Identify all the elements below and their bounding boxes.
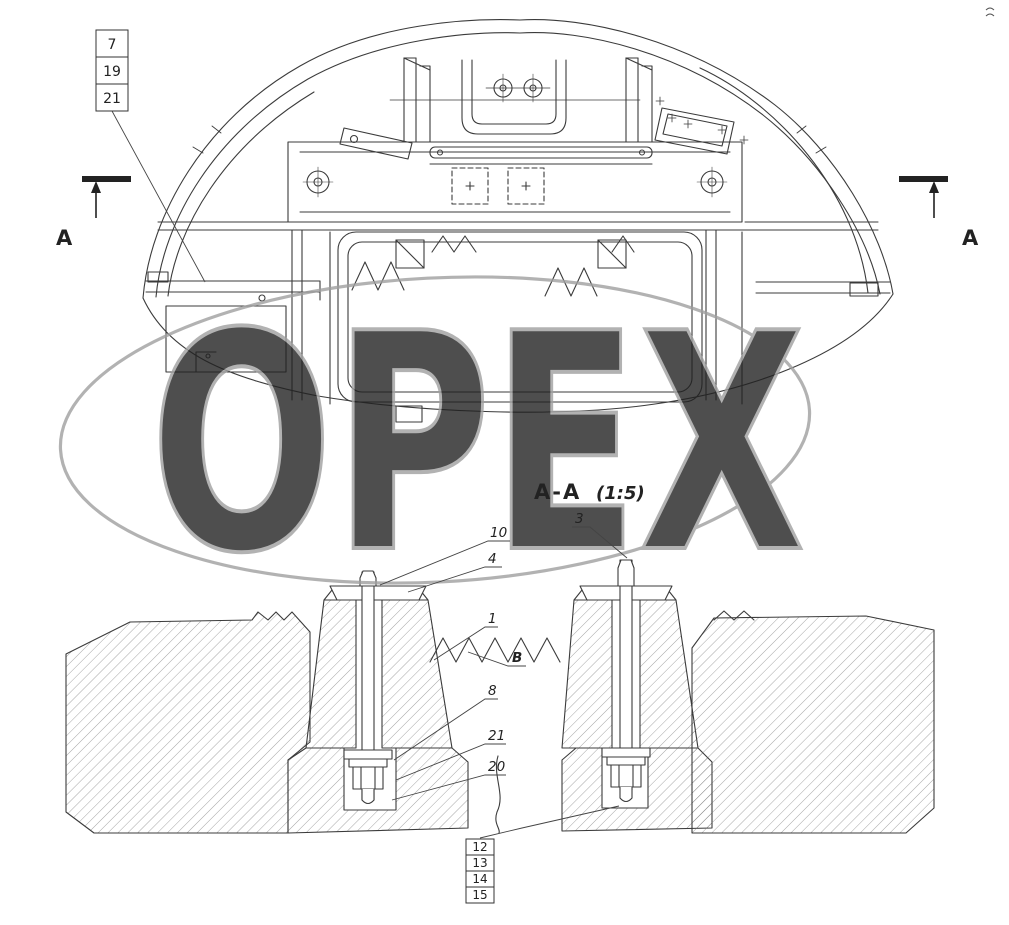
part-label-1: 1 [488, 611, 497, 627]
center-serrated-part [429, 637, 561, 663]
left-lock-washer [348, 758, 388, 768]
right-washer [601, 747, 651, 758]
right-section-arrow [929, 181, 939, 193]
right-stud-top [617, 559, 635, 587]
right-stud-tip [619, 786, 633, 803]
hood-top-view [142, 19, 894, 423]
left-stud-tip [361, 788, 375, 805]
leader-line [479, 805, 620, 839]
leader-line [379, 540, 510, 586]
part-label-8: 8 [488, 683, 497, 699]
watermark-text: OPEX [150, 270, 805, 619]
right-bolt-assembly [601, 559, 651, 803]
left-panel [165, 305, 287, 373]
left-post [403, 57, 431, 143]
bottom-callout-stack: 12 13 14 15 [465, 805, 620, 904]
corner-mark [985, 7, 995, 17]
section-scale: (1:5) [596, 483, 645, 504]
leader-line [467, 651, 526, 667]
part-label-4: 4 [488, 551, 497, 567]
right-pivot-hole [696, 166, 728, 198]
left-nut [352, 766, 384, 790]
left-pivot-hole [302, 166, 334, 198]
left-slant-bracket [339, 127, 413, 160]
mounting-plate [287, 141, 743, 223]
callout-number: 14 [472, 872, 487, 886]
right-counterweight-hatch [691, 615, 935, 834]
right-lock-washer [606, 756, 646, 766]
central-opening [337, 231, 703, 403]
section-title-group: A-A (1:5) [534, 480, 645, 504]
watermark-swoosh [58, 275, 812, 585]
leader-line [391, 774, 506, 801]
part-label-20: 20 [488, 759, 505, 775]
callout-number: 21 [103, 91, 121, 107]
left-washer [343, 749, 393, 760]
left-section-arrow [91, 181, 101, 193]
right-nut [610, 764, 642, 788]
leader-line [407, 566, 502, 593]
hood-outer-contour [142, 19, 894, 299]
callout-number: 7 [108, 37, 117, 53]
part-labels: 10 3 4 1 B 8 21 20 [379, 511, 628, 801]
section-marker-a-left: A [56, 226, 73, 250]
left-counterweight-hatch [65, 611, 311, 834]
right-boss-right-hatch [639, 599, 699, 749]
section-title: A-A [534, 480, 581, 504]
callout-number: 13 [472, 856, 487, 870]
part-label-b: B [512, 650, 522, 666]
leader-line [572, 526, 628, 559]
right-post [625, 57, 653, 143]
section-cut-markers: A A [56, 176, 979, 250]
part-label-21: 21 [488, 728, 505, 744]
leader-line [393, 698, 498, 761]
top-center-bracket [461, 59, 567, 135]
left-boss-right-hatch [381, 599, 453, 749]
section-marker-a-right: A [962, 226, 979, 250]
leader-line [111, 110, 206, 283]
leader-line [395, 743, 506, 781]
hood-bottom-contour [142, 293, 894, 413]
callout-box [465, 886, 495, 904]
callout-number: 12 [472, 840, 487, 854]
left-clamp-plate [329, 585, 427, 601]
left-bolt-assembly [343, 570, 393, 805]
section-view-a-a [65, 559, 935, 834]
watermark: OPEX [58, 268, 812, 621]
callout-number: 19 [103, 64, 121, 80]
part-label-3: 3 [575, 511, 584, 527]
right-slant-bracket [654, 107, 735, 155]
leader-line [433, 626, 498, 661]
hood-inner-contour [155, 32, 881, 298]
center-break-line [495, 755, 501, 834]
callout-number: 15 [472, 888, 487, 902]
right-boss-left-hatch [561, 599, 613, 749]
left-boss-left-hatch [305, 599, 357, 749]
top-callout-stack: 7 19 21 [95, 29, 206, 283]
part-label-10: 10 [490, 525, 507, 541]
